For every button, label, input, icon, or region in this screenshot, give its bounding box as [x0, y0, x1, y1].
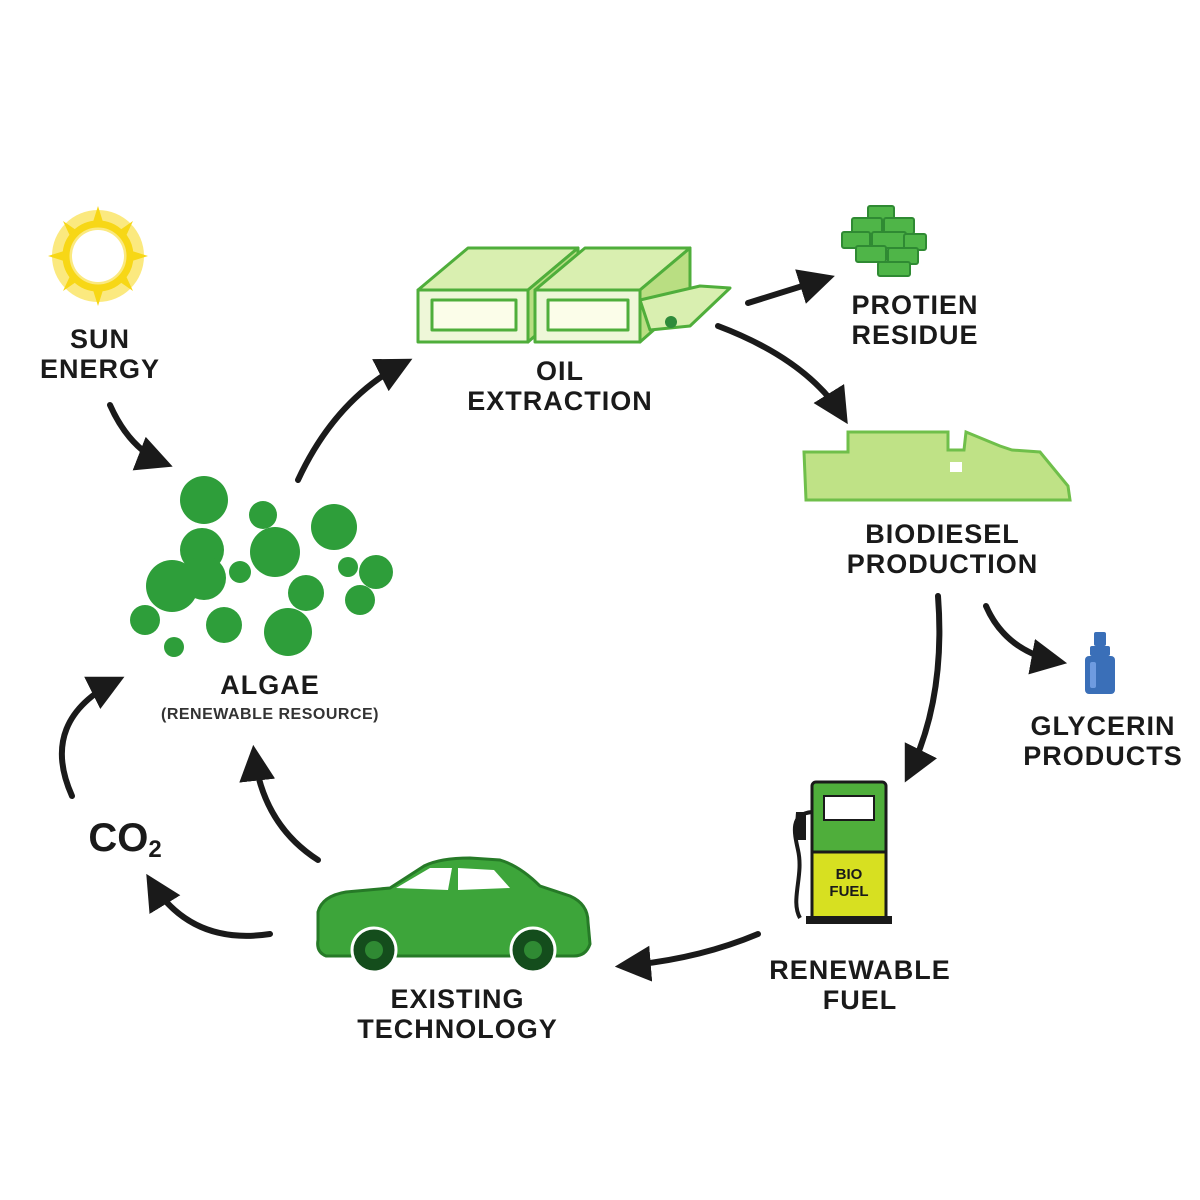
arrow-biodiesel-to-fuel	[904, 593, 943, 783]
biodiesel-label-line1: BIODIESEL	[865, 519, 1020, 549]
arrow-sun-to-algae	[107, 402, 173, 471]
glycerin-label-line1: GLYCERIN	[1030, 711, 1176, 741]
biodiesel-label-line2: PRODUCTION	[846, 549, 1039, 580]
arrow-fuel-to-car	[614, 931, 761, 982]
glycerin-bottle-icon	[1085, 632, 1115, 694]
renewable-fuel-label: RENEWABLE FUEL	[745, 955, 975, 1015]
biodiesel-production-label: BIODIESEL PRODUCTION	[820, 519, 1065, 579]
protein-residue-label: PROTIEN RESIDUE	[830, 290, 1000, 350]
pump-label: BIO FUEL	[819, 866, 879, 901]
sun-label-line1: SUN	[69, 324, 130, 354]
pump-label-line2: FUEL	[829, 883, 869, 901]
oil-extraction-label: OIL EXTRACTION	[440, 356, 680, 416]
arrow-biodiesel-to-glycerin	[983, 603, 1068, 675]
algae-label-line2: (RENEWABLE RESOURCE)	[160, 706, 379, 724]
pump-label-line1: BIO	[835, 866, 863, 883]
biodiesel-production-icon	[802, 429, 1072, 502]
renewable-fuel-label-line1: RENEWABLE	[769, 955, 951, 985]
protein-residue-icon	[841, 205, 927, 277]
tech-label-line1: EXISTING	[390, 984, 525, 1014]
fuel-pump-icon	[792, 780, 892, 924]
oil-label-line1: OIL	[536, 356, 584, 386]
sun-energy-label: SUN ENERGY	[20, 324, 180, 384]
existing-technology-label: EXISTING TECHNOLOGY	[330, 984, 585, 1044]
co2-main: CO	[88, 816, 149, 860]
co2-subscript: 2	[148, 836, 162, 863]
algae-label: ALGAE (RENEWABLE RESOURCE)	[110, 670, 430, 724]
tech-label-line2: TECHNOLOGY	[357, 1014, 558, 1045]
glycerin-label-line2: PRODUCTS	[1023, 741, 1183, 772]
sun-label-line2: ENERGY	[39, 354, 161, 385]
co2-label: CO2	[60, 816, 190, 864]
car-icon	[316, 856, 592, 974]
renewable-fuel-label-line2: FUEL	[822, 985, 898, 1016]
arrow-oil-to-protein	[745, 269, 835, 306]
arrow-oil-to-biodiesel	[715, 323, 848, 425]
arrow-algae-to-oil	[295, 358, 413, 483]
arrow-co2-to-algae	[58, 676, 125, 799]
oil-extraction-icon	[416, 246, 732, 344]
algae-cluster-icon	[130, 476, 393, 657]
protein-label-line1: PROTIEN	[851, 290, 979, 320]
sun-icon	[48, 206, 148, 306]
algae-label-line1: ALGAE	[220, 670, 320, 700]
protein-label-line2: RESIDUE	[851, 320, 979, 351]
arrow-car-to-algae	[239, 744, 321, 863]
oil-label-line2: EXTRACTION	[467, 386, 653, 417]
arrow-car-to-co2	[146, 873, 273, 939]
glycerin-products-label: GLYCERIN PRODUCTS	[1008, 711, 1198, 771]
